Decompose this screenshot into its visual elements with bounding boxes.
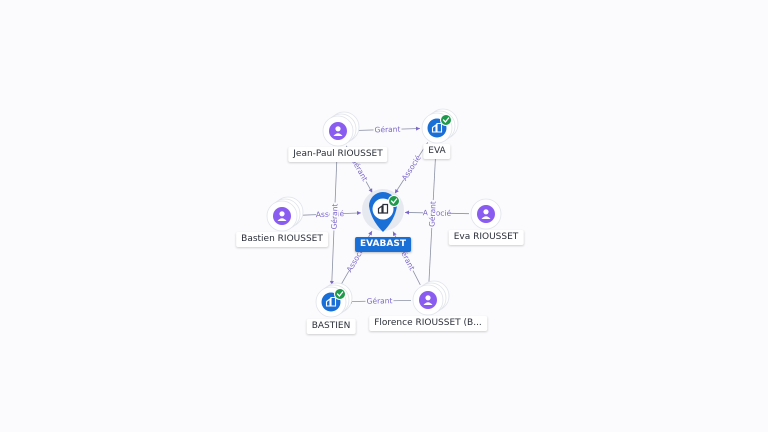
node-bastien_co[interactable] [315,282,353,318]
edge-label-bg [328,202,340,231]
person-icon [419,291,437,309]
edge-arrow [393,231,397,237]
edge-label-bg [426,199,438,229]
edge-label: Gérant [374,125,400,135]
edge-label-bg [365,295,394,306]
edge-arrow [394,189,399,194]
person-icon [273,207,291,225]
node-label-eva_p[interactable]: Eva RIOUSSET [448,230,524,245]
edge-arrow [404,210,410,215]
edge-jeanpaul-bastien_co: Gérant [328,147,340,286]
edge-label: Gérant [329,203,339,229]
edge-arrow [368,231,372,236]
building-icon [377,203,389,214]
edge-label: Associé [400,153,423,182]
edge-florence-bastien_co: Gérant [347,295,412,306]
edge-label: Gérant [367,296,393,306]
edge-florence-eva_co: Gérant [426,144,438,284]
node-label-jeanpaul[interactable]: Jean-Paul RIOUSSET [288,147,388,162]
person-icon [477,205,495,223]
node-label-bastien[interactable]: Bastien RIOUSSET [236,232,328,247]
edge-arrow [356,211,362,216]
edge-label-bg [373,124,402,134]
verified-check-icon [440,114,452,126]
verified-check-icon [334,288,346,300]
node-bastien[interactable] [266,196,304,232]
node-label-eva_co[interactable]: EVA [423,144,451,159]
edge-label: Associé [423,208,452,218]
node-jeanpaul[interactable] [322,111,360,147]
edge-arrow [415,126,421,131]
edge-jeanpaul-eva_co: Gérant [354,124,421,135]
node-florence[interactable] [412,280,450,316]
node-label-evabast[interactable]: EVABAST [355,237,411,252]
person-icon [329,122,347,140]
node-label-bastien_co[interactable]: BASTIEN [306,319,356,334]
edge-label: Gérant [427,201,437,227]
nodes-layer [266,108,502,318]
edge-arrow [368,188,373,193]
node-label-florence[interactable]: Florence RIOUSSET (B... [369,316,487,331]
node-eva_p[interactable] [470,198,502,230]
node-eva_co[interactable] [421,108,459,144]
edge-label-bg [399,153,423,182]
edge-arrow [329,280,334,286]
verified-check-icon [388,195,400,207]
node-evabast[interactable] [362,189,404,232]
